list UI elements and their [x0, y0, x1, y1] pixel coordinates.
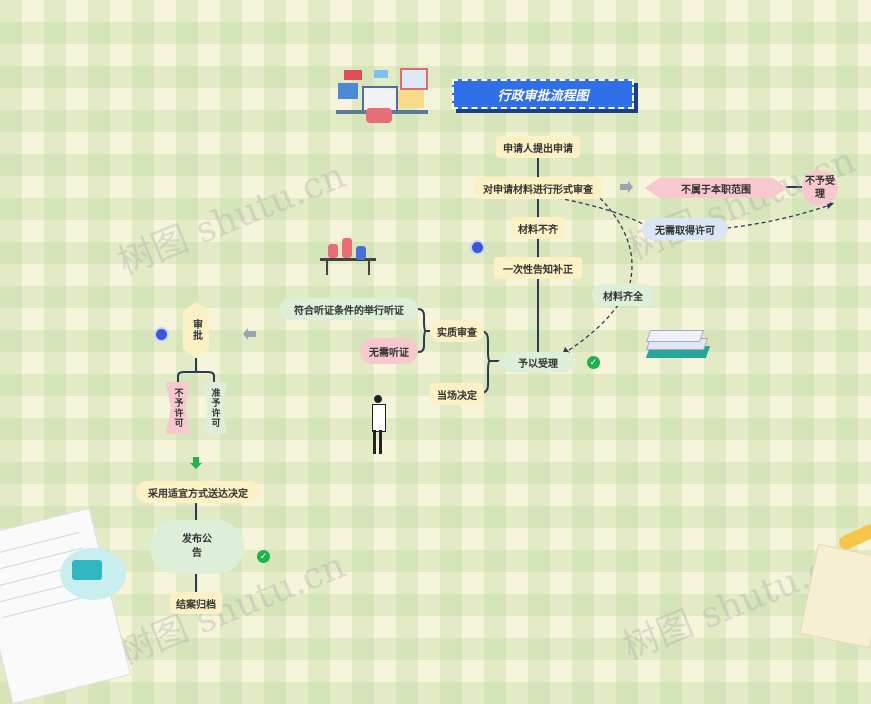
monitor-icon [72, 560, 102, 580]
node-no-hearing: 无需听证 [360, 338, 418, 364]
link-icon[interactable] [470, 240, 485, 255]
connector-lines [177, 158, 834, 592]
node-archive: 结案归档 [170, 592, 222, 614]
diagram-title: 行政审批流程图 [452, 79, 634, 109]
link-icon[interactable] [154, 327, 169, 342]
person-illustration [368, 395, 388, 455]
node-one-time-notice: 一次性告知补正 [494, 257, 582, 279]
check-icon: ✓ [587, 356, 600, 369]
node-no-permit-needed: 无需取得许可 [642, 218, 728, 240]
node-formal-review: 对申请材料进行形式审查 [474, 177, 602, 199]
node-onsite: 当场决定 [430, 383, 484, 405]
node-not-accept: 不予受理 [802, 170, 838, 206]
node-incomplete: 材料不齐 [511, 217, 565, 239]
node-apply: 申请人提出申请 [496, 136, 580, 158]
node-approve: 审批 [183, 302, 209, 358]
node-hearing: 符合听证条件的举行听证 [280, 298, 418, 320]
node-deliver: 采用适宜方式送达决定 [136, 481, 260, 503]
books-illustration [644, 330, 711, 366]
office-illustration [336, 68, 428, 123]
node-publish: 发布公告 [150, 520, 244, 574]
node-complete: 材料齐全 [592, 284, 654, 306]
node-substantive: 实质审查 [430, 320, 484, 342]
node-not-in-scope: 不属于本职范围 [645, 178, 787, 198]
team-illustration [320, 238, 376, 278]
check-icon: ✓ [257, 550, 270, 563]
node-accept: 予以受理 [498, 352, 578, 372]
